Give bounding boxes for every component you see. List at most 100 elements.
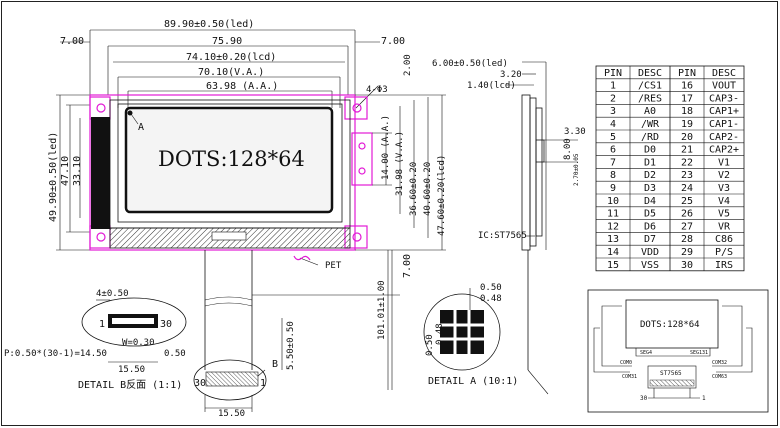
pcb-highlight-outline	[89, 94, 356, 251]
detail-b-pin30: 30	[160, 319, 172, 330]
pin-table-cell: CAP3-	[709, 93, 739, 104]
dim-hole: 4-Φ3	[366, 85, 388, 95]
dim-h-40: 40.60±0.20	[423, 162, 433, 216]
dim-led-width: 89.90±0.50(led)	[164, 19, 254, 30]
pin-table-cell: /RES	[638, 93, 662, 104]
dim-aa-height: 14.00 (A.A.)	[381, 115, 391, 180]
pin-table-cell: 6	[610, 145, 616, 156]
block-com-l1: COM0	[620, 360, 632, 366]
dim-left-margin: 7.00	[60, 36, 84, 47]
detail-b-pin1: 1	[99, 319, 105, 330]
detail-b-top: 4±0.50	[96, 289, 129, 299]
detail-b-title: DETAIL B反面 (1:1)	[78, 379, 182, 391]
pin-table-cell: 7	[610, 157, 616, 168]
pin-table-cell: 17	[681, 93, 693, 104]
detail-a-title: DETAIL A (10:1)	[428, 376, 518, 387]
dim-va-height: 31.98 (V.A.)	[395, 131, 405, 196]
detail-a-048a: 0.48	[480, 294, 502, 304]
dim-side-270: 2.70±0.05	[573, 153, 580, 186]
active-area	[124, 106, 334, 214]
pin-table-header: DESC	[638, 68, 662, 79]
dim-thick-led: 6.00±0.50(led)	[432, 59, 508, 69]
dim-led-height: 49.90±0.50(led)	[48, 132, 59, 222]
pin-table-cell: D0	[644, 145, 656, 156]
side-ic-label: IC:ST7565	[478, 231, 527, 241]
pin-table-cell: 25	[681, 196, 693, 207]
detail-a-050a: 0.50	[480, 283, 502, 293]
pin-table-cell: 30	[681, 260, 693, 271]
dim-fpc-pitch: 5.50±0.50	[286, 321, 296, 370]
pin-table-cell: 11	[607, 209, 619, 220]
pin-table-cell: VSS	[641, 260, 659, 271]
pin-table-cell: 13	[607, 234, 619, 245]
pin-table-cell: 24	[681, 183, 693, 194]
front-view: 89.90±0.50(led) 75.90 7.00 7.00 74.10±0.…	[48, 19, 447, 419]
dim-lcd-height: 47.60±0.20(lcd)	[437, 155, 447, 236]
dim-thick-lcd: 1.40(lcd)	[467, 81, 516, 91]
pin-table-cell: 10	[607, 196, 619, 207]
pin-table-header: PIN	[678, 68, 696, 79]
detail-b-050: 0.50	[164, 349, 186, 359]
pin-table-cell: 9	[610, 183, 616, 194]
pin-table-cell: /RD	[641, 132, 659, 143]
pin-table-cell: 28	[681, 234, 693, 245]
fpc-pin30: 30	[194, 378, 206, 389]
pin-table-cell: VR	[718, 221, 731, 232]
block-title: DOTS:128*64	[640, 320, 700, 330]
block-com-r1: COM32	[712, 360, 727, 366]
pin-table-cell: 2	[610, 93, 616, 104]
dim-side-330: 3.30	[564, 127, 586, 137]
fpc-pin1: 1	[260, 378, 266, 389]
pin-table-cell: 26	[681, 209, 693, 220]
pin-table-cell: V3	[718, 183, 730, 194]
dim-fpc-bottom: 15.50	[218, 409, 245, 419]
pin-table-cell: 4	[610, 119, 616, 130]
pin-table-header: PIN	[604, 68, 622, 79]
pin-table-cell: D4	[644, 196, 656, 207]
dim-lcd-width: 75.90	[212, 36, 242, 47]
pin-table-cell: C86	[715, 234, 733, 245]
pin-table-cell: CAP2-	[709, 132, 739, 143]
block-diagram: DOTS:128*64 SEG4 SEG131 COM0 COM31 COM32…	[587, 289, 769, 413]
block-com-r2: COM63	[712, 374, 727, 380]
side-view: 6.00±0.50(led) 3.20 1.40(lcd) 3.30 8.00 …	[432, 59, 586, 395]
dim-right-margin: 7.00	[381, 36, 405, 47]
pin-table-cell: 1	[610, 81, 616, 92]
detail-b: 4±0.50 1 30 W=0.30 P:0.50*(30-1)=14.50 0…	[4, 289, 187, 391]
dim-inner-47: 47.10	[60, 156, 71, 186]
detail-a-048b: 0.48	[435, 323, 445, 345]
pin-table-cell: IRS	[715, 260, 733, 271]
pin-table-cell: 21	[681, 145, 693, 156]
pin-table-cell: V2	[718, 170, 730, 181]
pin-table-cell: VOUT	[712, 81, 736, 92]
dim-fpc-length: 101.01±1.00	[377, 280, 387, 340]
pin-table-cell: 20	[681, 132, 693, 143]
block-com-l2: COM31	[622, 374, 637, 380]
pin-table-cell: VDD	[641, 247, 659, 258]
pin-table-cell: 12	[607, 221, 619, 232]
dim-hole-offset: 2.00	[403, 54, 413, 76]
pin-table-cell: 14	[607, 247, 619, 258]
pin-table-cell: 29	[681, 247, 693, 258]
pin-table-cell: P/S	[715, 247, 733, 258]
pin-table-header: DESC	[712, 68, 736, 79]
pin-table-cell: D5	[644, 209, 656, 220]
pin-table-cell: D6	[644, 221, 656, 232]
detail-a: 0.50 0.48 0.50 0.48 DETAIL A (10:1)	[423, 283, 518, 387]
pin-table-cell: 27	[681, 221, 693, 232]
dim-side-800: 8.00	[563, 138, 573, 160]
dots-label: DOTS:128*64	[158, 147, 305, 171]
pin-table-cell: 15	[607, 260, 619, 271]
pin-table-cell: 23	[681, 170, 693, 181]
pin-table-cell: 19	[681, 119, 693, 130]
pin-table-cell: D1	[644, 157, 656, 168]
detail-b-pitch: P:0.50*(30-1)=14.50	[4, 349, 107, 359]
pin-table-cell: 22	[681, 157, 693, 168]
pin-table-cell: CAP1+	[709, 106, 739, 117]
dim-lcd-outer: 74.10±0.20(lcd)	[186, 52, 276, 63]
dim-h-36: 36.60±0.20	[409, 162, 419, 216]
pin-table-cell: CAP2+	[709, 145, 739, 156]
pin-table-cell: 3	[610, 106, 616, 117]
